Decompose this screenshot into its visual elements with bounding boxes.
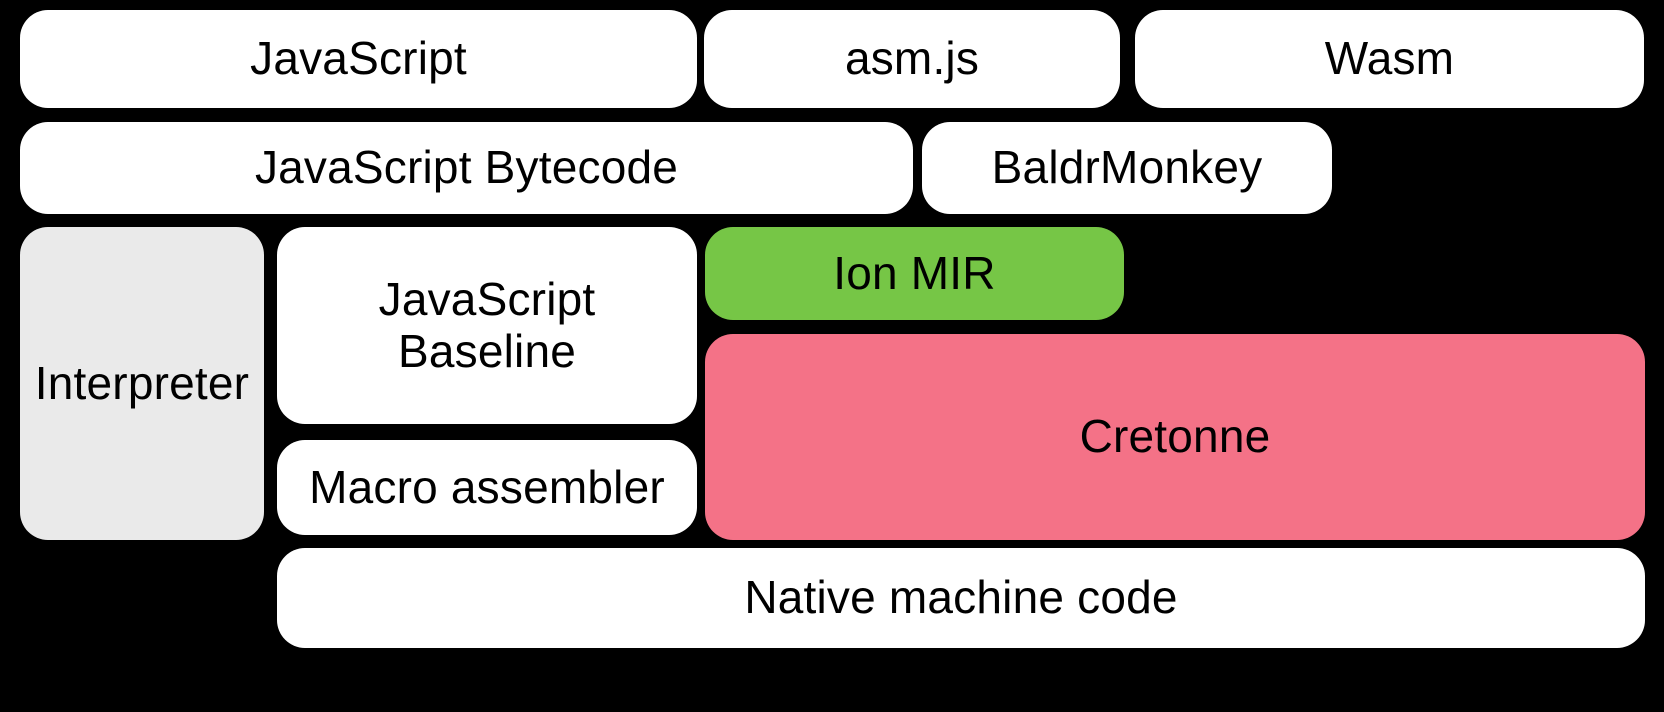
node-native-machine-code: Native machine code: [277, 548, 1645, 648]
node-javascript: JavaScript: [20, 10, 697, 108]
node-macro-assembler: Macro assembler: [277, 440, 697, 535]
node-ion-mir: Ion MIR: [705, 227, 1124, 320]
node-baldrmonkey: BaldrMonkey: [922, 122, 1332, 214]
node-asm-js: asm.js: [704, 10, 1120, 108]
node-cretonne: Cretonne: [705, 334, 1645, 540]
node-wasm: Wasm: [1135, 10, 1644, 108]
node-interpreter: Interpreter: [20, 227, 264, 540]
node-javascript-bytecode: JavaScript Bytecode: [20, 122, 913, 214]
node-javascript-baseline: JavaScript Baseline: [277, 227, 697, 424]
